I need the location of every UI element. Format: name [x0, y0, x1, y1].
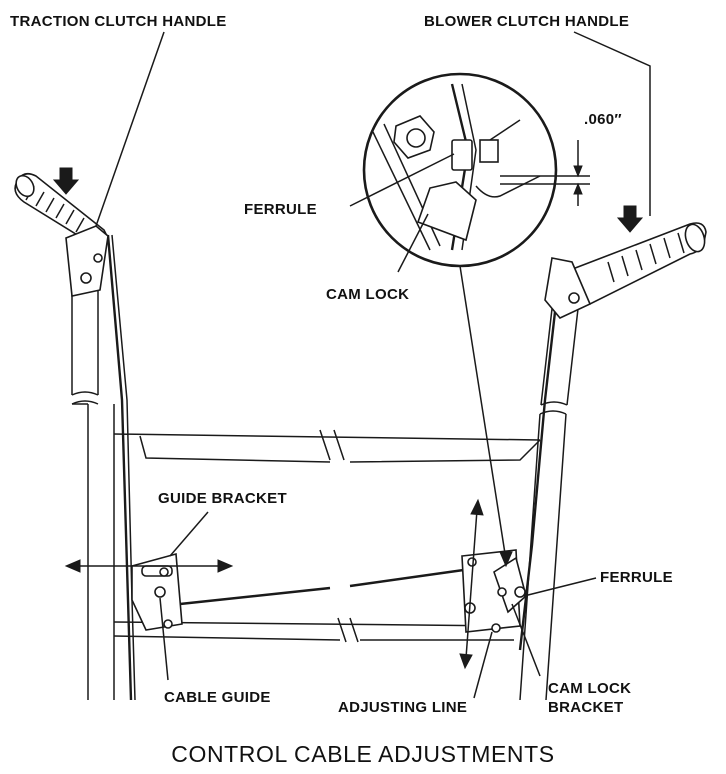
blower-clutch-handle-label: BLOWER CLUTCH HANDLE	[424, 13, 629, 30]
traction-cable	[106, 234, 133, 701]
left-handle-tube	[71, 268, 115, 700]
blower-cable	[518, 267, 562, 651]
cable-guide-leader	[159, 597, 169, 681]
cable-guide-label: CABLE GUIDE	[164, 689, 271, 706]
ferrule-label: FERRULE	[600, 569, 673, 586]
diagram-title: CONTROL CABLE ADJUSTMENTS	[171, 741, 554, 767]
guide-bracket-label: GUIDE BRACKET	[158, 490, 287, 507]
blower-clutch-handle	[544, 222, 707, 319]
cam-lock-bracket-leader	[511, 603, 541, 677]
traction-clutch-handle	[14, 172, 109, 297]
connecting-cable	[179, 564, 493, 606]
blower-press-arrow	[616, 205, 644, 233]
ferrule-leader	[523, 577, 597, 597]
traction-clutch-handle-label: TRACTION CLUTCH HANDLE	[10, 13, 227, 30]
detail-magnifier	[362, 72, 558, 568]
guide-bracket-leader	[169, 511, 209, 557]
ferrule-detail-leader	[349, 153, 455, 207]
right-handle-tube	[519, 299, 580, 701]
blower-leader	[573, 31, 651, 216]
gap-label: .060″	[584, 111, 622, 128]
cam-lock-label: CAM LOCK	[326, 286, 409, 303]
guide-bracket-move-arrow	[64, 559, 234, 573]
ferrule-detail-label: FERRULE	[244, 201, 317, 218]
upper-crossbar	[113, 429, 541, 463]
adjusting-line-leader	[473, 631, 493, 699]
cam-lock-leader	[397, 213, 429, 273]
gap-indicator	[500, 140, 590, 206]
cam-lock-bracket	[461, 549, 527, 633]
cam-lock-bracket-label-line2: BRACKET	[548, 699, 623, 716]
traction-press-arrow	[52, 167, 80, 195]
cam-lock-move-arrow	[459, 498, 484, 670]
guide-bracket	[131, 552, 183, 631]
cam-lock-bracket-label-line1: CAM LOCK	[548, 680, 631, 697]
traction-leader	[95, 31, 165, 227]
adjusting-line-label: ADJUSTING LINE	[338, 699, 467, 716]
